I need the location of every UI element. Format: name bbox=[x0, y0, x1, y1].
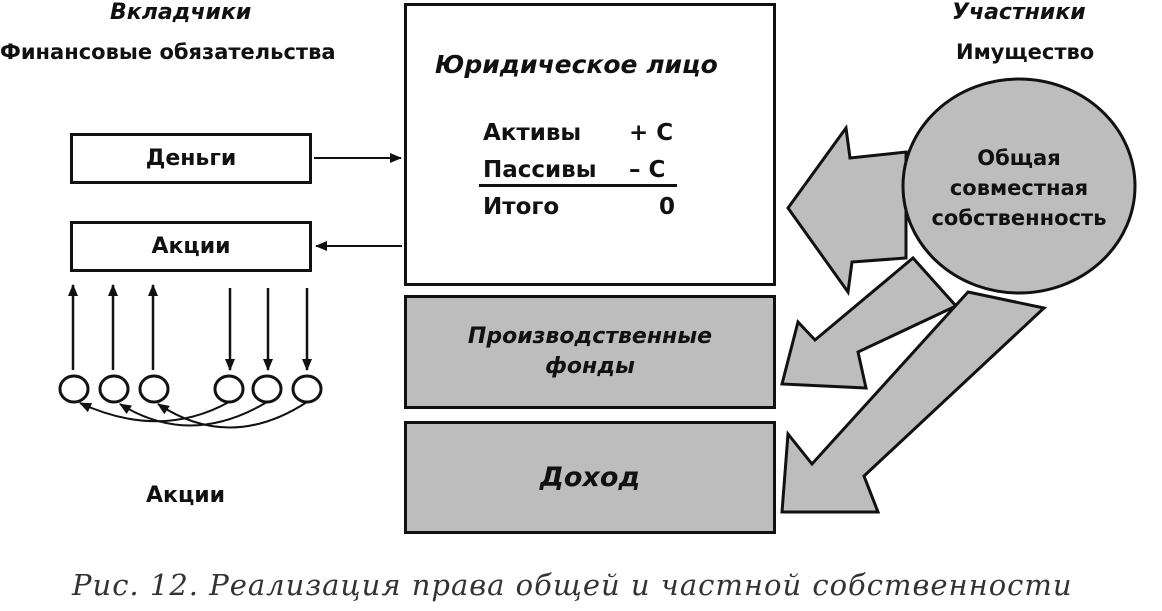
common-property-line1: Общая bbox=[977, 146, 1061, 170]
property-subtitle: Имущество bbox=[956, 40, 1095, 64]
legal-entity-title: Юридическое лицо bbox=[435, 50, 718, 79]
production-funds-box: Производственные фонды bbox=[404, 295, 776, 409]
row-total-value: 0 bbox=[659, 194, 676, 220]
depositors-title: Вкладчики bbox=[110, 0, 252, 25]
income-label: Доход bbox=[539, 462, 641, 493]
shares-box: Акции bbox=[70, 221, 312, 272]
shares-label: Акции bbox=[151, 234, 231, 259]
common-property-text: Общая совместная собственность bbox=[903, 140, 1135, 236]
row-liabilities-value: – С bbox=[629, 157, 666, 183]
shareholder-circle-6 bbox=[291, 374, 323, 404]
transfer-arrow-1 bbox=[79, 401, 230, 423]
income-box: Доход bbox=[404, 421, 776, 534]
figure-caption: Рис. 12. Реализация права общей и частно… bbox=[72, 568, 1073, 602]
row-total-label: Итого bbox=[483, 194, 560, 220]
transfer-arrow-3 bbox=[157, 401, 308, 429]
transfer-arrow-2 bbox=[119, 401, 268, 427]
big-arrow-to-income bbox=[780, 290, 1048, 514]
common-property-line2: совместная bbox=[949, 176, 1089, 200]
legal-entity-box: Юридическое лицо Активы + С Пассивы – С … bbox=[404, 3, 776, 286]
production-funds-line2: фонды bbox=[545, 354, 635, 379]
row-liabilities-label: Пассивы bbox=[483, 157, 597, 183]
shareholder-circle-3 bbox=[138, 374, 170, 404]
shares-caption: Акции bbox=[146, 483, 226, 508]
row-assets-value: + С bbox=[629, 120, 674, 146]
production-funds-line1: Производственные bbox=[467, 324, 713, 349]
shareholder-circle-1 bbox=[58, 374, 90, 404]
shareholder-circle-4 bbox=[213, 374, 245, 404]
participants-title: Участники bbox=[952, 0, 1086, 25]
shareholder-circle-5 bbox=[251, 374, 283, 404]
financial-obligations-subtitle: Финансовые обязательства bbox=[0, 40, 336, 64]
big-arrow-to-production-funds bbox=[780, 255, 959, 390]
common-property-line3: собственность bbox=[931, 206, 1107, 230]
money-label: Деньги bbox=[145, 146, 237, 171]
common-property-ellipse bbox=[901, 77, 1137, 295]
total-divider bbox=[479, 184, 677, 187]
money-box: Деньги bbox=[70, 133, 312, 184]
row-assets-label: Активы bbox=[483, 120, 582, 146]
big-arrow-to-entity bbox=[786, 124, 908, 296]
shareholder-circle-2 bbox=[98, 374, 130, 404]
